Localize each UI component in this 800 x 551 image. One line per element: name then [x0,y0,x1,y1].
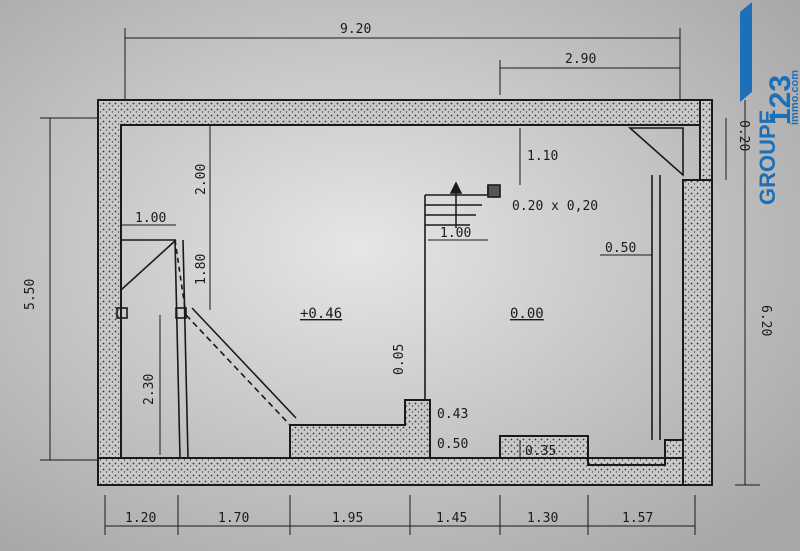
dim-right-top-small: 0.20 [736,120,751,151]
dim-post-size: 0.20 x 0,20 [512,199,598,214]
dim-left-bottom-seg: 2.30 [142,374,157,405]
interior-partitions [116,127,684,459]
dim-step-b: 0.43 [437,407,468,422]
level-right-room: 0.00 [510,306,544,322]
dimension-lines [40,28,760,535]
dim-upper-left-wall: 2.00 [194,164,209,195]
dim-overall-width: 9.20 [340,22,371,37]
dim-stair-drop: 1.10 [527,149,558,164]
dim-left-lower-seg: 1.80 [194,254,209,285]
dimension-labels: 9.20 2.90 5.50 6.20 0.20 2.00 1.00 1.80 … [23,22,773,526]
dim-left-alcove: 1.00 [135,211,166,226]
room-levels: +0.46 0.00 [300,306,544,322]
dim-right-wall-offset: 0.50 [605,241,636,256]
logo-site: immo.com [789,70,800,125]
logo-number: 123 [764,75,797,125]
dim-step-c: 0.50 [437,437,468,452]
level-left-room: +0.46 [300,306,342,322]
dim-bottom-5: 1.30 [527,511,558,526]
dim-step-d: 0.35 [525,444,556,459]
dim-height-right: 6.20 [758,305,773,336]
dim-bottom-2: 1.70 [218,511,249,526]
logo-brand: GROUPE [755,110,780,205]
dim-stair-width: 1.00 [440,226,471,241]
logo-roof-mark [740,2,752,102]
dim-step-a: 0.05 [392,344,407,375]
groupe123-logo: GROUPE 123 immo.com [740,2,800,205]
dim-bottom-4: 1.45 [436,511,467,526]
dim-bottom-6: 1.57 [622,511,653,526]
stair-arrow [449,181,463,228]
dim-height-left: 5.50 [23,279,38,310]
dim-bottom-1: 1.20 [125,511,156,526]
dim-bottom-3: 1.95 [332,511,363,526]
exterior-walls [97,99,713,486]
dim-top-right-width: 2.90 [565,52,596,67]
